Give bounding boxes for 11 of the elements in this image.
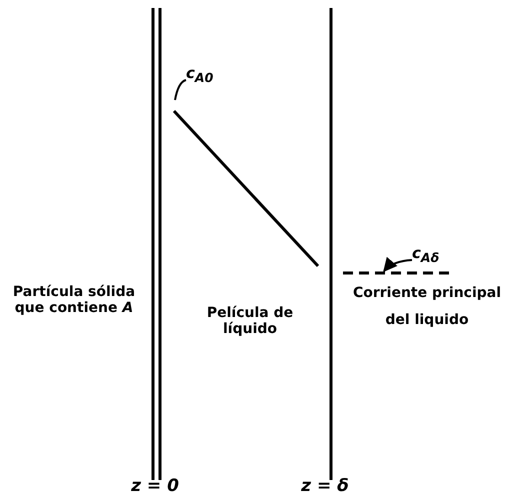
concentration-label: c$_{Aδ}$: [412, 244, 440, 265]
concentration-label: c$_{A0}$: [186, 64, 214, 85]
bulk-liquid-label: Corriente principal del liquido: [352, 284, 502, 330]
solid-particle-label: Partícula sólida que contiene A: [12, 284, 136, 316]
bulk-concentration-line: [343, 272, 450, 274]
leader-line: [174, 79, 186, 100]
liquid-film-label: Película de líquido: [206, 305, 294, 337]
position-label: z = 0: [130, 476, 180, 496]
concentration-profile-line: [172, 110, 320, 268]
leader-line: [383, 257, 412, 272]
position-label: z = δ: [300, 476, 350, 496]
